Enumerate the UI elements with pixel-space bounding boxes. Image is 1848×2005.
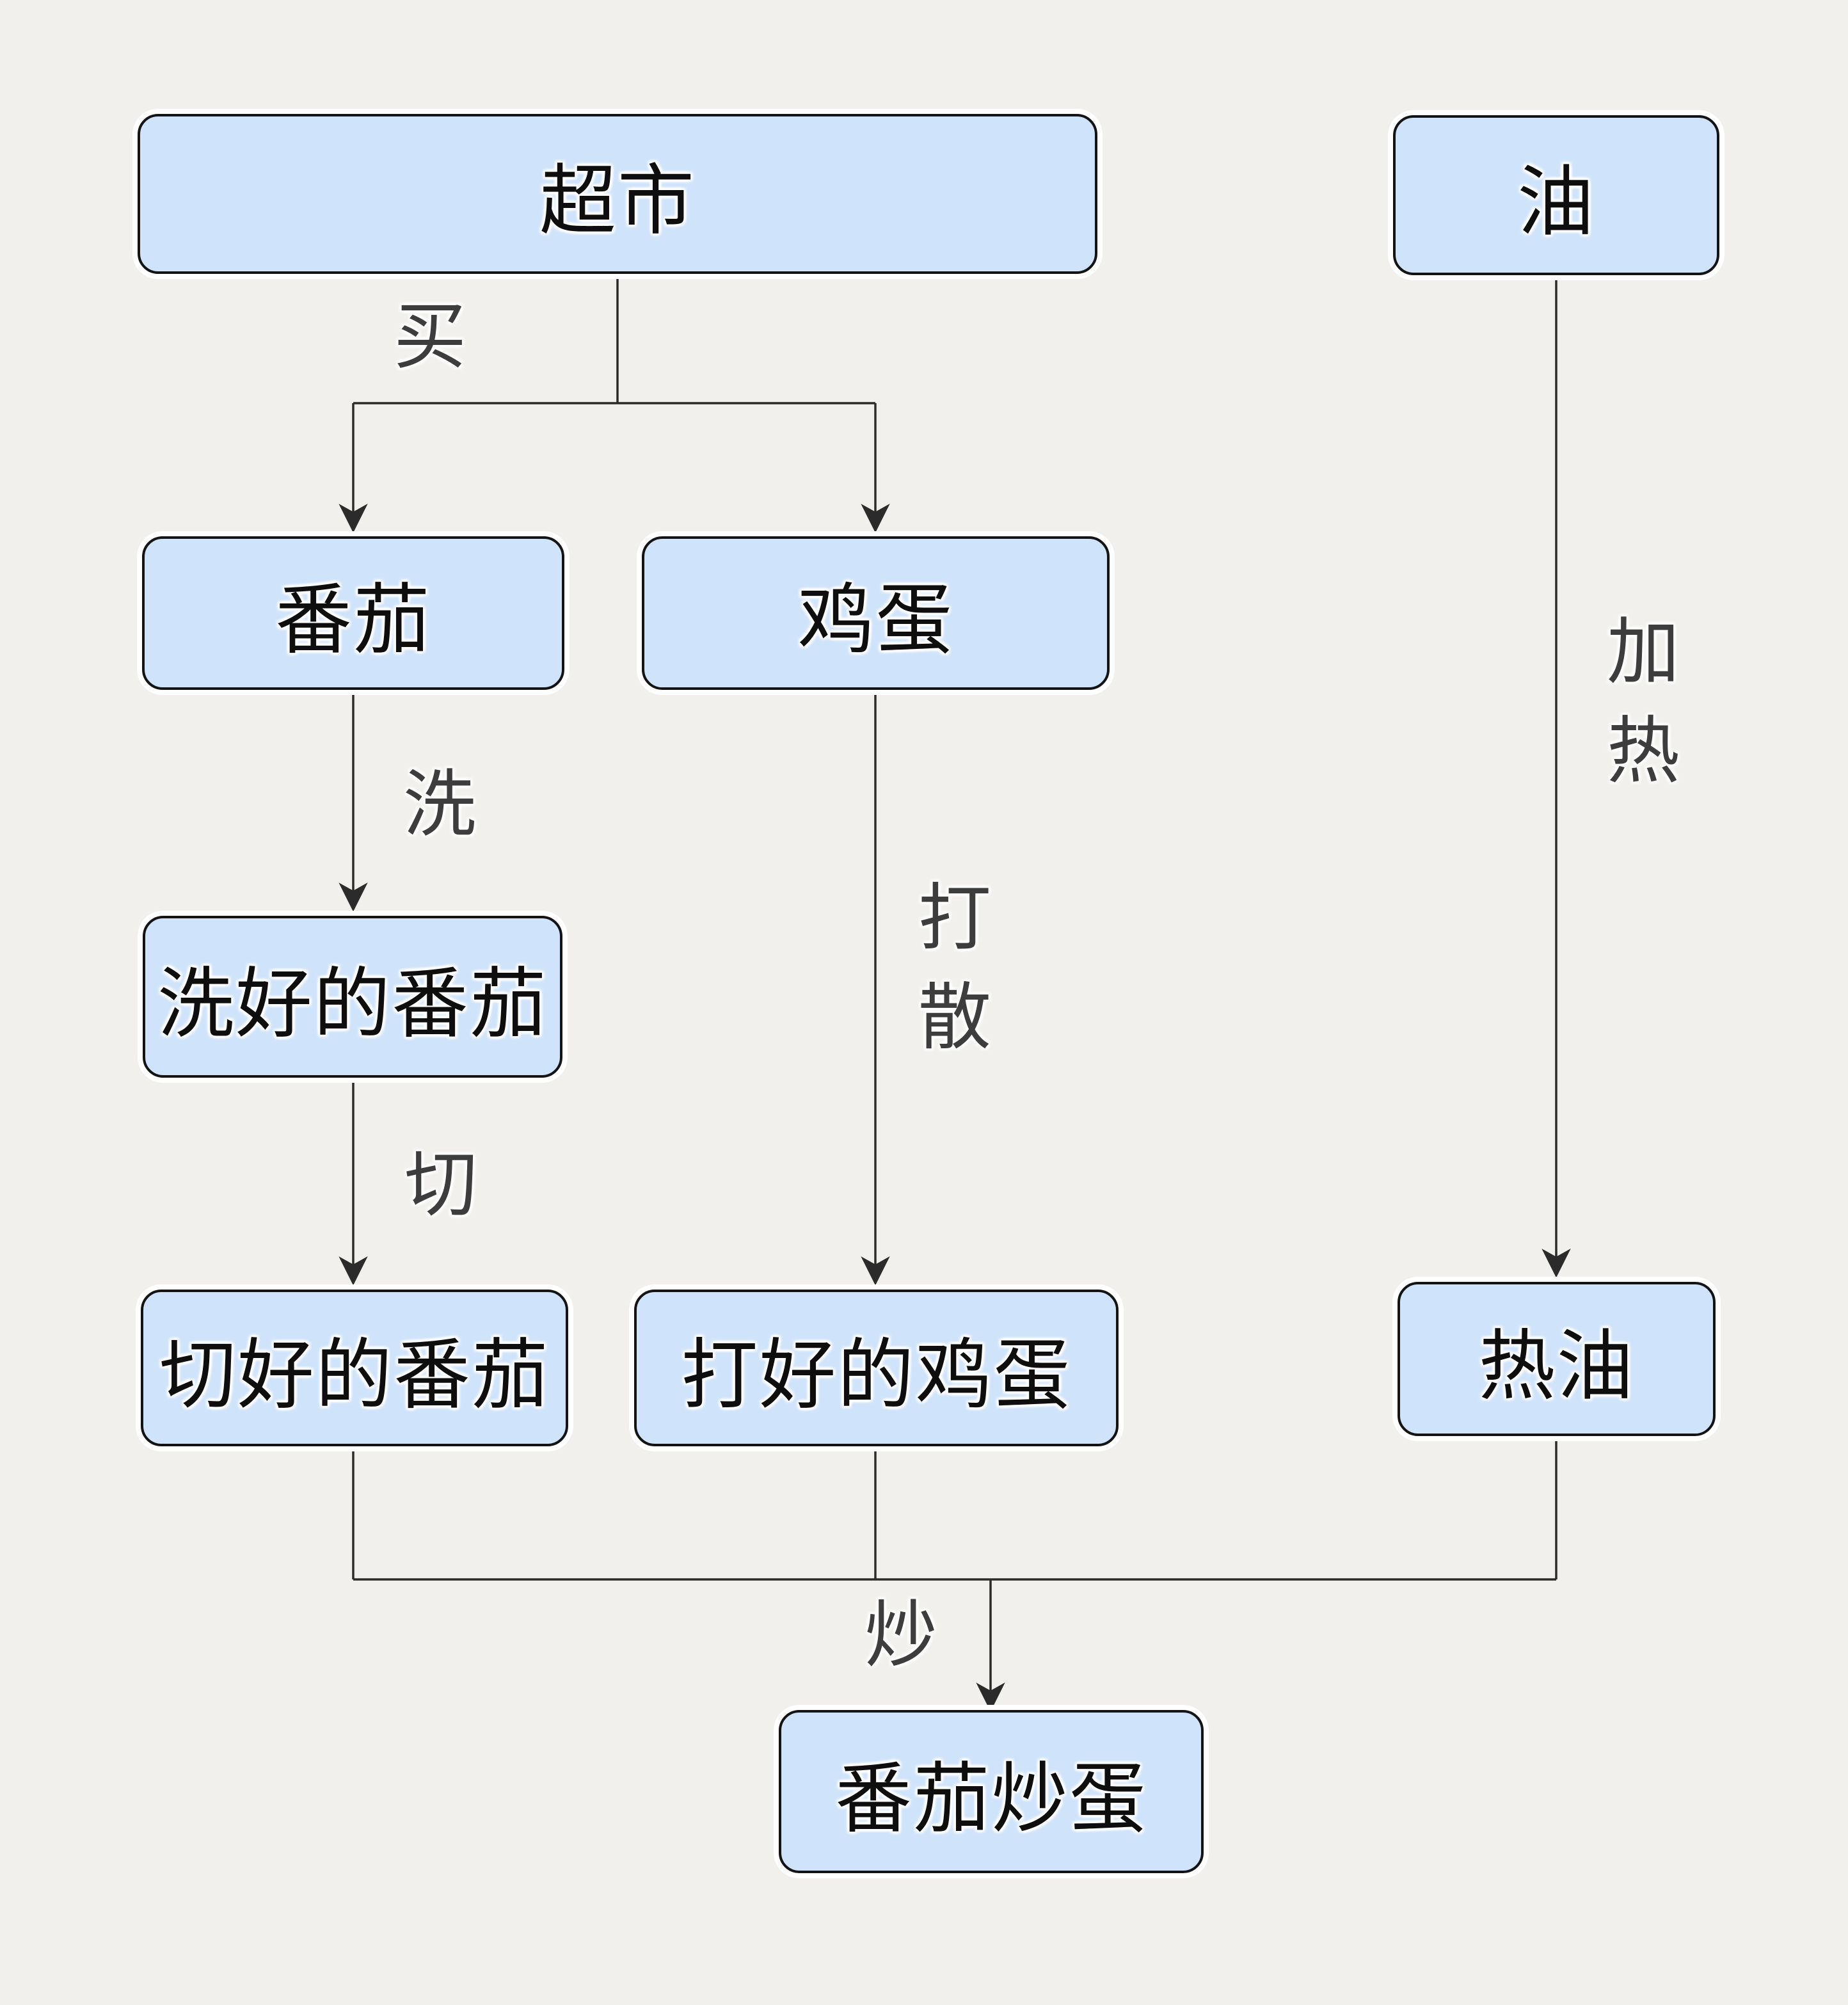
node-supermarket-label: 超市 bbox=[539, 158, 696, 244]
edge-label-cut: 切 bbox=[404, 1144, 478, 1226]
edge-label-wash: 洗 bbox=[402, 764, 477, 846]
node-egg: 鸡蛋 bbox=[642, 536, 1110, 690]
node-supermarket: 超市 bbox=[138, 114, 1097, 274]
node-washed-tomato-label: 洗好的番茄 bbox=[157, 961, 548, 1047]
node-oil-label: 油 bbox=[1517, 159, 1595, 245]
node-hot-oil-label: 热油 bbox=[1478, 1323, 1635, 1409]
edge-label-beat: 打散 bbox=[918, 877, 992, 1058]
node-tomato: 番茄 bbox=[142, 536, 564, 690]
node-cut-tomato-label: 切好的番茄 bbox=[159, 1332, 550, 1418]
node-dish-label: 番茄炒蛋 bbox=[835, 1755, 1147, 1842]
node-beaten-egg: 打好的鸡蛋 bbox=[634, 1290, 1119, 1446]
edge-label-buy: 买 bbox=[393, 296, 467, 378]
node-tomato-label: 番茄 bbox=[275, 577, 431, 663]
node-hot-oil: 热油 bbox=[1398, 1282, 1716, 1436]
edge-label-fry: 炒 bbox=[864, 1595, 938, 1677]
node-egg-label: 鸡蛋 bbox=[797, 577, 954, 663]
edge-label-heat: 加热 bbox=[1606, 611, 1680, 792]
node-beaten-egg-label: 打好的鸡蛋 bbox=[681, 1332, 1072, 1418]
node-dish: 番茄炒蛋 bbox=[779, 1710, 1204, 1873]
node-washed-tomato: 洗好的番茄 bbox=[143, 916, 562, 1078]
node-cut-tomato: 切好的番茄 bbox=[141, 1290, 568, 1446]
node-oil: 油 bbox=[1393, 115, 1719, 275]
